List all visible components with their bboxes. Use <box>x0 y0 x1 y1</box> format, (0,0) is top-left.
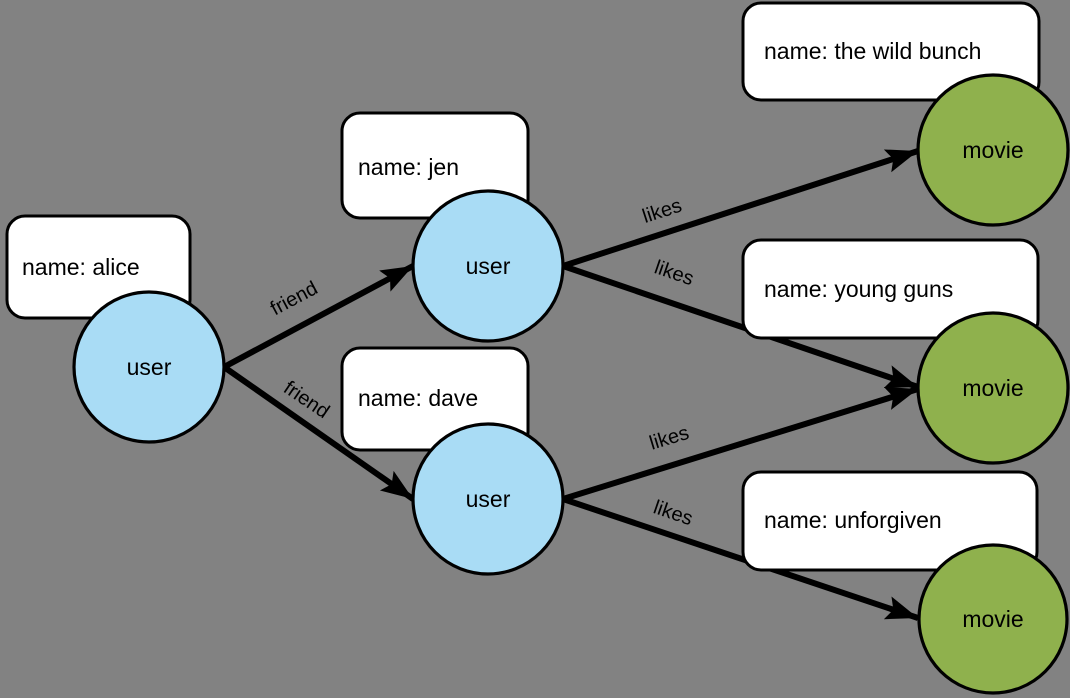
edge-line <box>562 386 919 502</box>
movie-node-wild-bunch: movie <box>916 73 1070 227</box>
property-box-rect <box>741 1 1041 102</box>
property-box-rect <box>741 470 1039 572</box>
node-label: movie <box>962 137 1023 163</box>
node-circle <box>411 422 565 576</box>
property-boxes: name: alice name: jen name: dave name: t… <box>5 1 1041 572</box>
node-circle <box>72 290 226 444</box>
movie-node-young-guns: movie <box>916 311 1070 465</box>
user-node-dave: user <box>411 422 565 576</box>
property-box-young-guns: name: young guns <box>741 238 1040 340</box>
user-node-alice: user <box>72 290 226 444</box>
edge-line <box>562 148 919 269</box>
node-circle <box>916 73 1070 227</box>
node-circle <box>411 189 565 343</box>
edge-line <box>562 496 919 621</box>
node-circle <box>917 543 1069 695</box>
edge-line <box>222 263 415 370</box>
edge-line <box>562 263 919 390</box>
node-label: user <box>127 354 172 380</box>
user-node-jen: user <box>411 189 565 343</box>
movie-node-unforgiven: movie <box>917 543 1069 695</box>
property-box-rect <box>741 238 1040 340</box>
property-box-wild-bunch: name: the wild bunch <box>741 1 1041 102</box>
property-text: name: jen <box>358 154 459 180</box>
edge-line <box>222 364 415 502</box>
node-circle <box>916 311 1070 465</box>
property-box-unforgiven: name: unforgiven <box>741 470 1039 572</box>
node-label: user <box>466 253 511 279</box>
property-text: name: unforgiven <box>764 507 942 533</box>
property-text: name: young guns <box>764 276 953 302</box>
node-label: movie <box>962 606 1023 632</box>
property-text: name: dave <box>358 385 478 411</box>
property-text: name: the wild bunch <box>764 38 981 64</box>
node-label: movie <box>962 375 1023 401</box>
property-text: name: alice <box>22 254 140 280</box>
nodes: user user user movie movie movie <box>72 73 1070 695</box>
node-label: user <box>466 486 511 512</box>
